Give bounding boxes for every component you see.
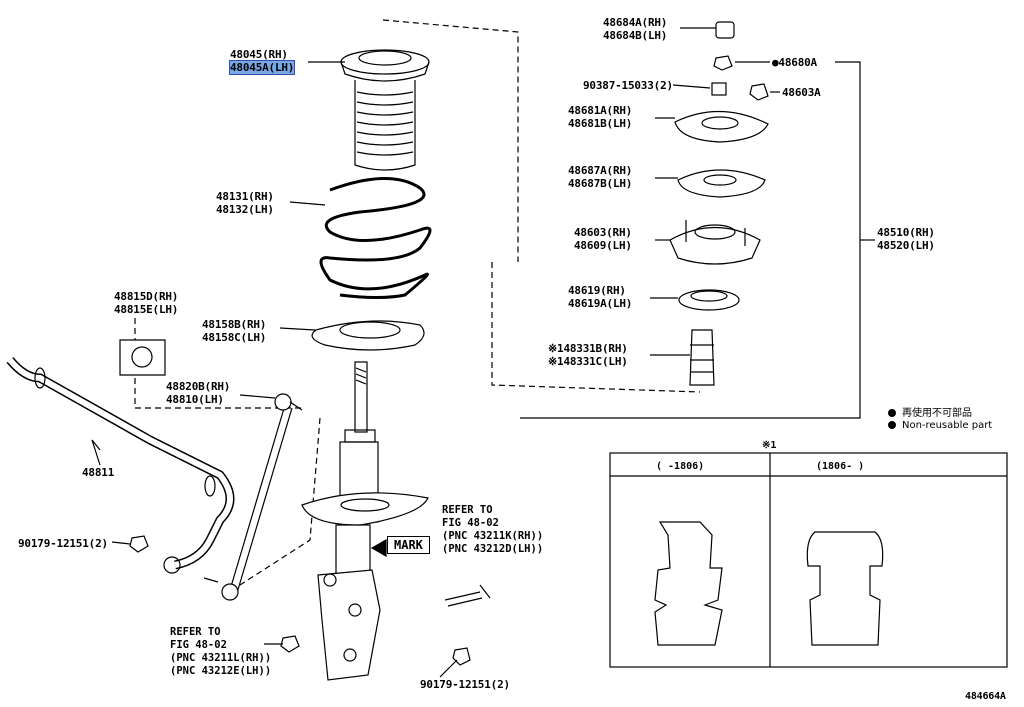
- label-48331: ※148331B(RH) ※148331C(LH): [548, 342, 628, 368]
- legend-reusable: 再使用不可部品: [888, 404, 972, 419]
- bullet-icon: [888, 421, 896, 429]
- strut-assembly-part: [301, 361, 429, 681]
- washer-part: [711, 82, 727, 96]
- label-48132-lh: 48132(LH): [216, 203, 274, 216]
- label-48510-rh: 48510(RH): [877, 226, 935, 239]
- ref-left-line1: REFER TO: [170, 626, 221, 638]
- label-48810-lh: 48810(LH): [166, 393, 224, 406]
- legend-en: Non-reusable part: [902, 420, 993, 431]
- label-48045: 48045(RH) 48045A(LH): [228, 48, 296, 75]
- ref-right-line2: FIG 48-02: [442, 517, 499, 529]
- label-48684-rh: 48684A(RH): [603, 16, 668, 29]
- legend-jp: 再使用不可部品: [902, 408, 972, 419]
- ref-left-line2: FIG 48-02: [170, 639, 227, 651]
- label-48681-lh: 48681B(LH): [568, 117, 633, 130]
- label-48680: ●48680A: [772, 56, 817, 69]
- gasket-part: [677, 169, 766, 198]
- label-90387: 90387-15033(2): [583, 79, 673, 92]
- label-48619: 48619(RH) 48619A(LH): [568, 284, 632, 310]
- label-48684-lh: 48684B(LH): [603, 29, 668, 42]
- label-48045-lh-highlighted[interactable]: 48045A(LH): [228, 60, 296, 75]
- bound-stopper-part: [689, 329, 715, 386]
- label-48820: 48820B(RH) 48810(LH): [166, 380, 230, 406]
- label-48609-lh: 48609(LH): [574, 239, 632, 252]
- stabilizer-bushing-part: [119, 339, 166, 376]
- bumper-boot-part: [340, 49, 430, 171]
- label-48131: 48131(RH) 48132(LH): [216, 190, 274, 216]
- label-48158-rh: 48158B(RH): [202, 318, 267, 331]
- label-48045-rh: 48045(RH): [230, 48, 288, 61]
- label-48687-rh: 48687A(RH): [568, 164, 633, 177]
- label-48520-lh: 48520(LH): [877, 239, 935, 252]
- label-48131-rh: 48131(RH): [216, 190, 274, 203]
- ref-right-line1: REFER TO: [442, 504, 493, 516]
- nut-part: [280, 635, 300, 653]
- label-48684: 48684A(RH) 48684B(LH): [603, 16, 667, 42]
- label-48158: 48158B(RH) 48158C(LH): [202, 318, 266, 344]
- label-90179-bottom: 90179-12151(2): [420, 678, 510, 691]
- strut-mount-part: [669, 220, 761, 265]
- label-48681-rh: 48681A(RH): [568, 104, 633, 117]
- bolt-part: [444, 584, 491, 607]
- label-48815-lh: 48815E(LH): [114, 303, 179, 316]
- ref-left-line3: (PNC 43211L(RH)): [170, 652, 272, 664]
- label-48815: 48815D(RH) 48815E(LH): [114, 290, 178, 316]
- support-plate-part: [674, 110, 769, 143]
- label-48619-lh: 48619A(LH): [568, 297, 633, 310]
- spring-seat-part: [311, 320, 425, 351]
- inset-right-header: (1806- ): [816, 461, 865, 472]
- label-48815-rh: 48815D(RH): [114, 290, 179, 303]
- nut-part: [713, 55, 733, 71]
- inset-note: ※1: [762, 440, 777, 451]
- label-48603: 48603(RH) 48609(LH): [574, 226, 632, 252]
- coil-spring-part: [319, 177, 432, 299]
- nut-part: [452, 647, 471, 666]
- diagram-id: 484664A: [965, 691, 1006, 702]
- label-48619-rh: 48619(RH): [568, 284, 626, 297]
- nut-part: [129, 535, 149, 553]
- ref-right-line4: (PNC 43212D(LH)): [442, 543, 544, 555]
- refer-to-left: REFER TO FIG 48-02 (PNC 43211L(RH)) (PNC…: [170, 626, 271, 678]
- mark-label: MARK: [387, 536, 430, 554]
- ref-left-line4: (PNC 43212E(LH)): [170, 665, 272, 677]
- stabilizer-link-part: [203, 393, 303, 601]
- refer-to-right: REFER TO FIG 48-02 (PNC 43211K(RH)) (PNC…: [442, 504, 543, 556]
- label-48603-rh: 48603(RH): [574, 226, 632, 239]
- nut-part: [749, 83, 769, 101]
- bearing-part: [678, 289, 740, 311]
- label-48811: 48811: [82, 466, 115, 479]
- label-48820-rh: 48820B(RH): [166, 380, 231, 393]
- label-48687: 48687A(RH) 48687B(LH): [568, 164, 632, 190]
- ref-right-line3: (PNC 43211K(RH)): [442, 530, 544, 542]
- inset-panel: [609, 452, 1008, 668]
- bump-cap-part: [715, 21, 735, 39]
- label-48158-lh: 48158C(LH): [202, 331, 267, 344]
- inset-left-header: ( -1806): [656, 461, 705, 472]
- label-48510: 48510(RH) 48520(LH): [877, 226, 935, 252]
- label-48681: 48681A(RH) 48681B(LH): [568, 104, 632, 130]
- stabilizer-bar-part: [6, 357, 235, 574]
- label-48331-rh: ※148331B(RH): [548, 342, 628, 355]
- label-90179-left: 90179-12151(2): [18, 537, 108, 550]
- bullet-icon: [888, 409, 896, 417]
- label-48603a: 48603A: [782, 86, 821, 99]
- label-48687-lh: 48687B(LH): [568, 177, 633, 190]
- legend-nonreusable: Non-reusable part: [888, 420, 992, 431]
- label-48331-lh: ※148331C(LH): [548, 355, 628, 368]
